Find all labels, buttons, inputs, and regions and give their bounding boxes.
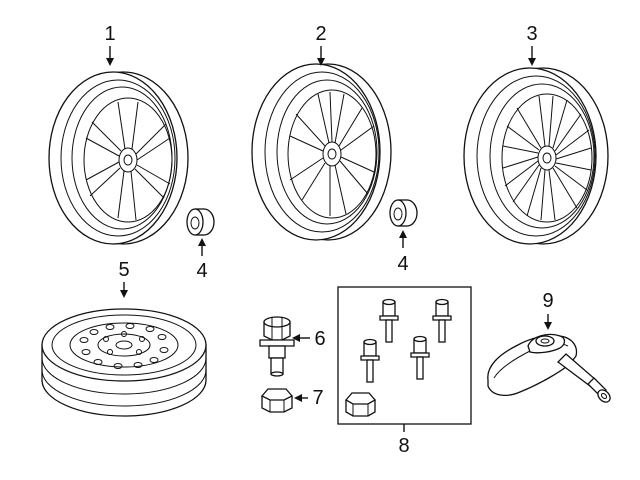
lock-bolt (360, 338, 380, 383)
wheel-lock-kit (337, 286, 472, 425)
callout-1: 1 (104, 23, 115, 45)
lock-bolt (410, 335, 430, 380)
lug-bolt (259, 316, 295, 377)
callout-3: 3 (526, 23, 537, 45)
lock-bolt (379, 298, 399, 343)
callout-5: 5 (118, 259, 129, 281)
center-bushing-left (186, 208, 215, 236)
wheel-1 (48, 71, 189, 245)
wheel-3 (463, 67, 609, 245)
lock-bolt (432, 298, 452, 343)
wheel-2 (251, 63, 392, 241)
callout-8: 8 (398, 435, 409, 457)
center-bushing-right (389, 199, 418, 227)
callout-6: 6 (314, 328, 325, 350)
bolt-cap (260, 388, 294, 413)
callout-9: 9 (542, 290, 553, 312)
callout-2: 2 (315, 23, 326, 45)
callout-7: 7 (312, 387, 323, 409)
tpms-sensor (487, 333, 611, 403)
callout-4-right: 4 (397, 253, 408, 275)
lock-cap (344, 392, 377, 417)
callout-4-left: 4 (196, 260, 207, 282)
spare-wheel (41, 308, 207, 417)
